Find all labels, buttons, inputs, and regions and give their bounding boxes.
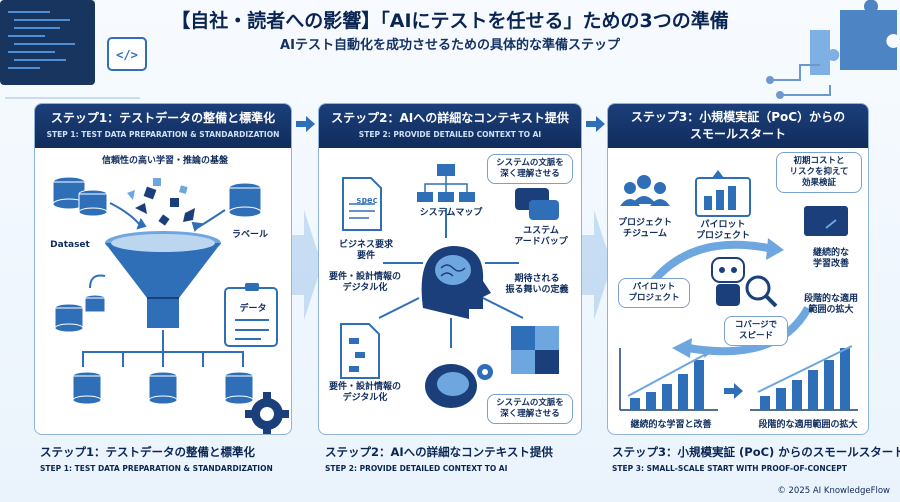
team-icon bbox=[620, 175, 670, 206]
funnel-icon bbox=[105, 231, 221, 328]
arrow-right-icon bbox=[724, 383, 743, 399]
code-window-decoration: </> bbox=[0, 0, 147, 99]
step2-caption-subtitle: STEP 2: PROVIDE DETAILED CONTEXT TO AI bbox=[325, 464, 508, 473]
page-title: 【自社・読者への影響】「AIにテストを任せる」ための3つの準備 bbox=[171, 10, 729, 32]
arrow-right-icon bbox=[586, 116, 605, 132]
coverage-speed-bubble: コバージで スピード bbox=[724, 316, 788, 346]
system-map-label: システムマップ bbox=[419, 208, 483, 218]
page-subtitle: AIテスト自動化を成功させるための具体的な準備ステップ bbox=[280, 38, 620, 53]
label-label: ラベール bbox=[231, 230, 268, 240]
project-team-label: プロジェクト チジューム bbox=[617, 218, 672, 239]
cost-risk-bubble: 初期コストと リスクを抑えて 効果検証 bbox=[776, 152, 862, 193]
requirements-digitization-label-1: 要件・設計情報の デジタル化 bbox=[328, 272, 401, 293]
step3-caption-subtitle: STEP 3: SMALL-SCALE START WITH PROOF-OF-… bbox=[612, 464, 847, 473]
copyright: © 2025 AI KnowledgeFlow bbox=[777, 486, 890, 496]
document-icon bbox=[342, 177, 382, 231]
context-bubble-bottom: システムの文脈を 深く理解させる bbox=[487, 394, 573, 424]
flow-arrow-icon bbox=[580, 210, 612, 320]
bar-chart-icon bbox=[619, 348, 718, 411]
step2-caption-title: ステップ2：AIへの詳細なコンテキスト提供 bbox=[325, 445, 553, 459]
step2-illustration: spec ビジネス要求 要件 システムマップ システムの文脈を 深く理解させる … bbox=[319, 148, 581, 434]
step1-panel: ステップ1：テストデータの整備と標準化 STEP 1: TEST DATA PR… bbox=[34, 103, 292, 435]
dataset-label: Dataset bbox=[50, 240, 90, 250]
robot-icon bbox=[711, 257, 745, 306]
database-icon bbox=[52, 176, 108, 217]
brain-icon bbox=[421, 246, 491, 319]
gear-icon bbox=[245, 392, 289, 434]
context-bubble-top: システムの文脈を 深く理解させる bbox=[487, 154, 573, 184]
puzzle-circuit-decoration bbox=[766, 0, 897, 99]
step2-caption: ステップ2：AIへの詳細なコンテキスト提供 STEP 2: PROVIDE DE… bbox=[325, 444, 553, 473]
step3-caption: ステップ3：小規模実証 (PoC) からのスモールスタート STEP 3: SM… bbox=[612, 444, 900, 473]
business-requirements-label: ビジネス要求 要件 bbox=[338, 240, 393, 261]
step1-caption-title: ステップ1：テストデータの整備と標準化 bbox=[40, 445, 255, 459]
magnifier-icon bbox=[745, 275, 778, 308]
step2-header: ステップ2：AIへの詳細なコンテキスト提供 STEP 2: PROVIDE DE… bbox=[319, 104, 581, 148]
step2-header-title: ステップ2：AIへの詳細なコンテキスト提供 bbox=[331, 111, 569, 125]
step1-caption: ステップ1：テストデータの整備と標準化 STEP 1: TEST DATA PR… bbox=[40, 444, 273, 473]
pilot-project-bubble: パイロット プロジェクト bbox=[618, 278, 690, 308]
checklist-icon bbox=[224, 283, 278, 347]
step3-caption-title: ステップ3：小規模実証 (PoC) からのスモールスタート bbox=[612, 445, 900, 459]
step3-header-title: ステップ3：小規模実証（PoC）からの スモールスタート bbox=[630, 110, 846, 141]
step1-foundation-label: 信頼性の高い学習・推論の基盤 bbox=[101, 156, 228, 166]
step1-caption-subtitle: STEP 1: TEST DATA PREPARATION & STANDARD… bbox=[40, 464, 273, 473]
data-funnel-diagram bbox=[52, 176, 289, 434]
data-label: データ bbox=[239, 304, 267, 314]
flow-arrow-icon bbox=[290, 210, 322, 320]
chat-icon bbox=[515, 188, 559, 220]
step3-illustration: プロジェクト チジューム パイロット プロジェクト 初期コストと リスクを抑えて… bbox=[608, 148, 868, 434]
spec-text: spec bbox=[356, 196, 378, 206]
step3-header: ステップ3：小規模実証（PoC）からの スモールスタート bbox=[608, 104, 868, 148]
svg-text:</>: </> bbox=[116, 48, 138, 62]
chat-label: ユステム アードバップ bbox=[514, 226, 568, 247]
step1-header-subtitle: STEP 1: TEST DATA PREPARATION & STANDARD… bbox=[46, 130, 280, 139]
chart1-caption: 継続的な学習と改善 bbox=[630, 420, 712, 430]
expected-behavior-label: 期待される 振る舞いの定義 bbox=[505, 274, 569, 295]
step1-header: ステップ1：テストデータの整備と標準化 STEP 1: TEST DATA PR… bbox=[35, 104, 291, 148]
step2-header-subtitle: STEP 2: PROVIDE DETAILED CONTEXT TO AI bbox=[358, 130, 542, 139]
pilot-project-label: パイロット プロジェクト bbox=[695, 220, 750, 241]
step1-header-title: ステップ1：テストデータの整備と標準化 bbox=[50, 111, 276, 125]
context-diagram bbox=[340, 164, 559, 408]
sitemap-icon bbox=[417, 164, 475, 202]
continuous-improvement-label: 継続的な 学習改善 bbox=[812, 248, 849, 269]
scope-expansion-label: 段階的な適用 範囲の拡大 bbox=[803, 294, 858, 315]
arrow-right-icon bbox=[296, 116, 315, 132]
step3-panel: ステップ3：小規模実証（PoC）からの スモールスタート bbox=[607, 103, 869, 435]
step1-illustration: 信頼性の高い学習・推論の基盤 bbox=[35, 148, 291, 434]
chart2-caption: 段階的な適用範囲の拡大 bbox=[758, 420, 858, 430]
requirements-digitization-label-2: 要件・設計情報の デジタル化 bbox=[328, 382, 401, 403]
puzzle-icon bbox=[511, 326, 559, 374]
step2-panel: ステップ2：AIへの詳細なコンテキスト提供 STEP 2: PROVIDE DE… bbox=[318, 103, 582, 435]
